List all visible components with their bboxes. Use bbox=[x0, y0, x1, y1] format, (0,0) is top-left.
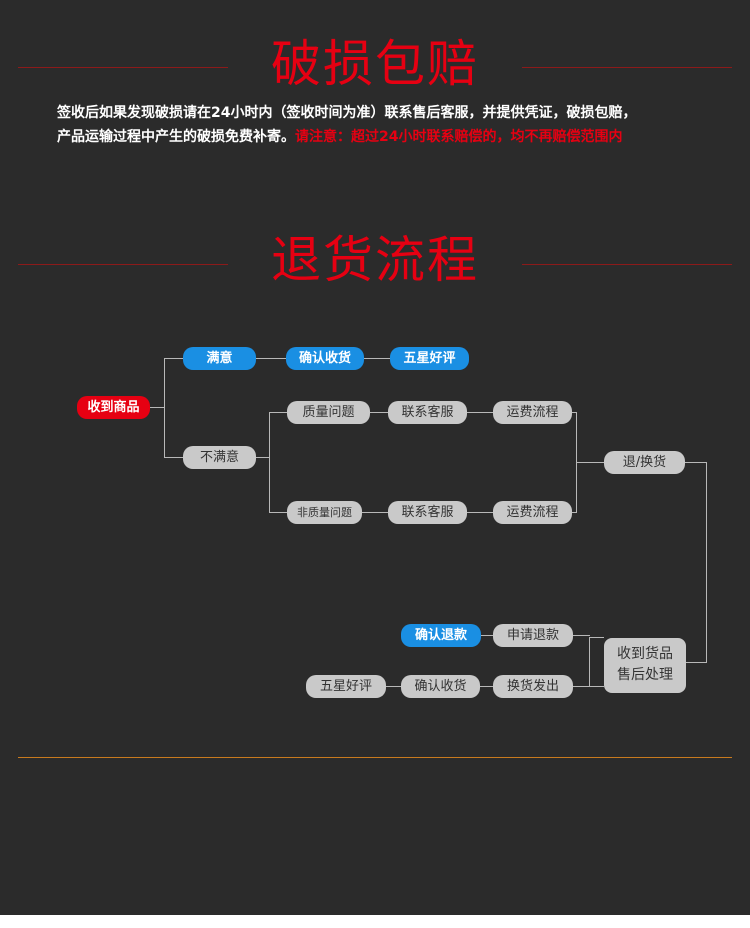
damage-policy-line-2-white: 产品运输过程中产生的破损免费补寄。 bbox=[57, 129, 295, 145]
damage-policy-line-2: 产品运输过程中产生的破损免费补寄。请注意：超过24小时联系赔偿的，均不再赔偿范围… bbox=[57, 125, 717, 149]
node-return-exchange: 退/换货 bbox=[604, 451, 685, 474]
connector bbox=[364, 358, 390, 359]
node-confirm-receipt-bottom: 确认收货 bbox=[401, 675, 480, 698]
node-confirm-receipt-top: 确认收货 bbox=[286, 347, 364, 370]
title-divider-left-2 bbox=[18, 264, 228, 265]
node-after-sales: 收到货品 售后处理 bbox=[604, 638, 686, 693]
title-divider-right-2 bbox=[522, 264, 732, 265]
connector bbox=[256, 358, 286, 359]
damage-policy-line-1: 签收后如果发现破损请在24小时内（签收时间为准）联系售后客服，并提供凭证，破损包… bbox=[57, 105, 637, 121]
connector bbox=[706, 462, 707, 663]
connector bbox=[256, 457, 270, 458]
node-after-sales-line-2: 售后处理 bbox=[617, 667, 673, 683]
connector bbox=[572, 412, 577, 413]
node-after-sales-line-1: 收到货品 bbox=[617, 646, 673, 662]
connector bbox=[573, 686, 590, 687]
node-receive-goods: 收到商品 bbox=[77, 396, 150, 419]
connector bbox=[386, 686, 401, 687]
node-quality-issue: 质量问题 bbox=[287, 401, 370, 424]
connector bbox=[481, 635, 493, 636]
section-divider bbox=[18, 757, 732, 758]
title-divider-left bbox=[18, 67, 228, 68]
connector bbox=[589, 637, 604, 638]
connector bbox=[269, 412, 287, 413]
connector bbox=[150, 407, 165, 408]
node-contact-cs-2: 联系客服 bbox=[388, 501, 467, 524]
connector bbox=[589, 637, 590, 687]
connector bbox=[589, 686, 604, 687]
connector bbox=[467, 412, 493, 413]
connector bbox=[362, 512, 388, 513]
connector bbox=[480, 686, 493, 687]
connector bbox=[269, 512, 287, 513]
connector bbox=[269, 412, 270, 513]
bottom-strip bbox=[0, 915, 750, 928]
node-shipping-fee-2: 运费流程 bbox=[493, 501, 572, 524]
node-unsatisfied: 不满意 bbox=[183, 446, 256, 469]
title-divider-right bbox=[522, 67, 732, 68]
damage-compensation-title: 破损包赔 bbox=[271, 35, 479, 93]
node-five-star-bottom: 五星好评 bbox=[306, 675, 386, 698]
connector bbox=[164, 358, 165, 458]
connector bbox=[164, 358, 184, 359]
connector bbox=[467, 512, 493, 513]
node-non-quality-issue: 非质量问题 bbox=[287, 501, 362, 524]
damage-policy-text: 签收后如果发现破损请在24小时内（签收时间为准）联系售后客服，并提供凭证，破损包… bbox=[57, 101, 717, 149]
node-confirm-refund: 确认退款 bbox=[401, 624, 481, 647]
node-satisfied: 满意 bbox=[183, 347, 256, 370]
return-process-title: 退货流程 bbox=[271, 231, 479, 289]
connector bbox=[573, 635, 590, 636]
connector bbox=[370, 412, 388, 413]
connector bbox=[576, 462, 604, 463]
node-shipping-fee-1: 运费流程 bbox=[493, 401, 572, 424]
node-apply-refund: 申请退款 bbox=[493, 624, 573, 647]
connector bbox=[686, 662, 707, 663]
connector bbox=[685, 462, 707, 463]
connector bbox=[572, 512, 577, 513]
node-exchange-ship: 换货发出 bbox=[493, 675, 573, 698]
node-five-star-top: 五星好评 bbox=[390, 347, 469, 370]
node-contact-cs-1: 联系客服 bbox=[388, 401, 467, 424]
connector bbox=[164, 457, 184, 458]
damage-policy-warning: 请注意：超过24小时联系赔偿的，均不再赔偿范围内 bbox=[295, 129, 623, 145]
